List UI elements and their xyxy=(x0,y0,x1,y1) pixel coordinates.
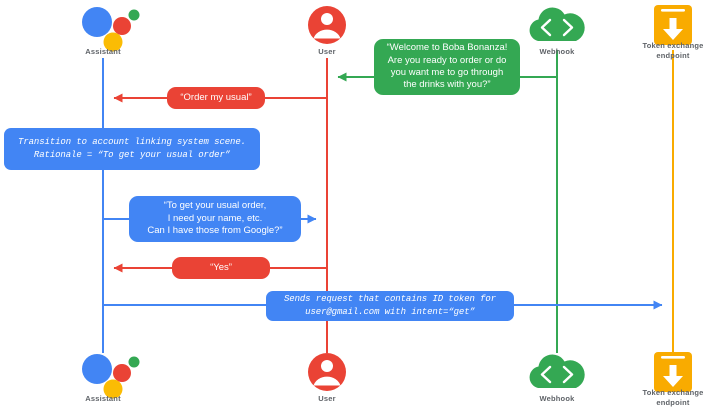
endpoint-icon-top xyxy=(654,5,692,45)
user-icon-bottom xyxy=(308,353,346,391)
assistant-icon-bottom xyxy=(82,354,140,399)
message-text-need-your-name: “To get your usual order, I need your na… xyxy=(147,200,283,237)
endpoint-icon-bottom xyxy=(654,352,692,392)
message-bubble-order-my-usual: “Order my usual” xyxy=(167,87,265,109)
message-text-yes: “Yes” xyxy=(210,261,232,273)
webhook-icon-top xyxy=(529,7,585,41)
note-sends-request: Sends request that contains ID token for… xyxy=(266,291,514,321)
note-text-transition: Transition to account linking system sce… xyxy=(18,137,246,160)
webhook-icon-bottom xyxy=(529,354,585,388)
message-text-order-my-usual: “Order my usual” xyxy=(180,91,252,103)
message-text-welcome: “Welcome to Boba Bonanza! Are you ready … xyxy=(386,42,508,91)
message-bubble-yes: “Yes” xyxy=(172,257,270,279)
message-bubble-need-your-name: “To get your usual order, I need your na… xyxy=(129,196,301,242)
note-text-sends-request: Sends request that contains ID token for… xyxy=(283,294,497,317)
note-transition: Transition to account linking system sce… xyxy=(4,128,260,170)
user-icon-top xyxy=(308,6,346,44)
message-bubble-welcome: “Welcome to Boba Bonanza! Are you ready … xyxy=(374,39,520,95)
assistant-icon-top xyxy=(82,7,140,52)
